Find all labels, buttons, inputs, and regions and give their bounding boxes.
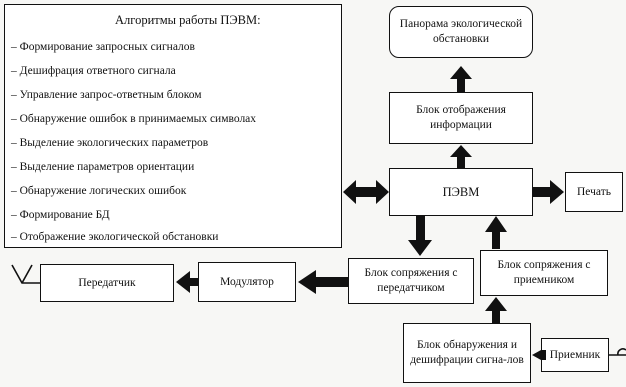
arrow-display-to-panorama [450,66,472,92]
algorithm-item: – Выделение параметров ориентации [11,161,195,173]
algorithm-item: – Обнаружение логических ошибок [11,185,187,197]
receiver-antenna [609,348,626,356]
algorithm-item: – Управление запрос-ответным блоком [11,89,202,101]
rx-interface-block: Блок сопряжения с приемником [480,250,608,296]
detector-block: Блок обнаружения и дешифрации сигна-лов [403,323,531,383]
arrow-pc-to-print [533,180,564,204]
pc-block: ПЭВМ [389,168,533,216]
arrow-modulator-to-transmitter [176,271,198,293]
tx-interface-block: Блок сопряжения с передатчиком [348,258,474,304]
algorithm-item: – Формирование БД [11,209,110,221]
algorithm-item: – Обнаружение ошибок в принимаемых симво… [11,113,257,125]
algorithm-item: – Дешифрация ответного сигнала [11,65,176,77]
transmitter-block: Передатчик [40,264,174,302]
panorama-block: Панорама экологической обстановки [389,6,533,58]
arrow-detector-to-rx-interface [485,297,507,323]
algorithms-panel: Алгоритмы работы ПЭВМ: – Формирование за… [4,4,342,248]
algorithms-title: Алгоритмы работы ПЭВМ: [115,13,261,27]
algorithm-item: – Выделение экологических параметров [11,137,209,149]
arrow-pc-to-display [450,145,472,168]
modulator-block: Модулятор [198,262,296,302]
print-block: Печать [565,172,623,212]
arrow-rx-interface-to-pc [485,216,507,249]
transmitter-antenna [11,264,40,284]
arrow-receiver-to-detector [532,350,546,360]
arrow-tx-interface-to-modulator [298,270,348,294]
algorithm-item: – Формирование запросных сигналов [11,41,195,53]
algorithm-item: – Отображение экологической обстановки [11,231,219,243]
display-block: Блок отображения информации [389,92,533,144]
arrow-pc-to-tx-interface [408,216,432,256]
arrow-algo-pc [343,180,389,204]
